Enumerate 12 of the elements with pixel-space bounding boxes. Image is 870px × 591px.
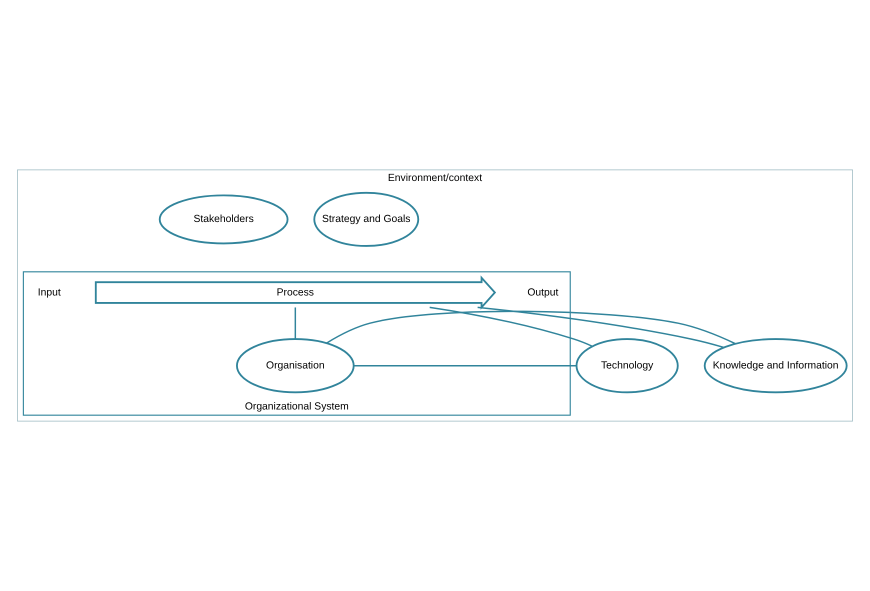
connector <box>294 307 296 339</box>
node-ellipse: Organisation <box>236 338 355 394</box>
node-ellipse: Strategy and Goals <box>313 192 420 247</box>
node-label: Output <box>527 287 558 298</box>
node-ellipse: Technology <box>576 338 679 394</box>
node-label: Input <box>38 287 61 298</box>
connector <box>326 310 736 344</box>
connector <box>478 306 724 348</box>
node-ellipse: Stakeholders <box>158 194 288 244</box>
connector <box>430 306 593 347</box>
node-ellipse: Knowledge and Information <box>704 338 848 394</box>
connector <box>354 364 576 366</box>
